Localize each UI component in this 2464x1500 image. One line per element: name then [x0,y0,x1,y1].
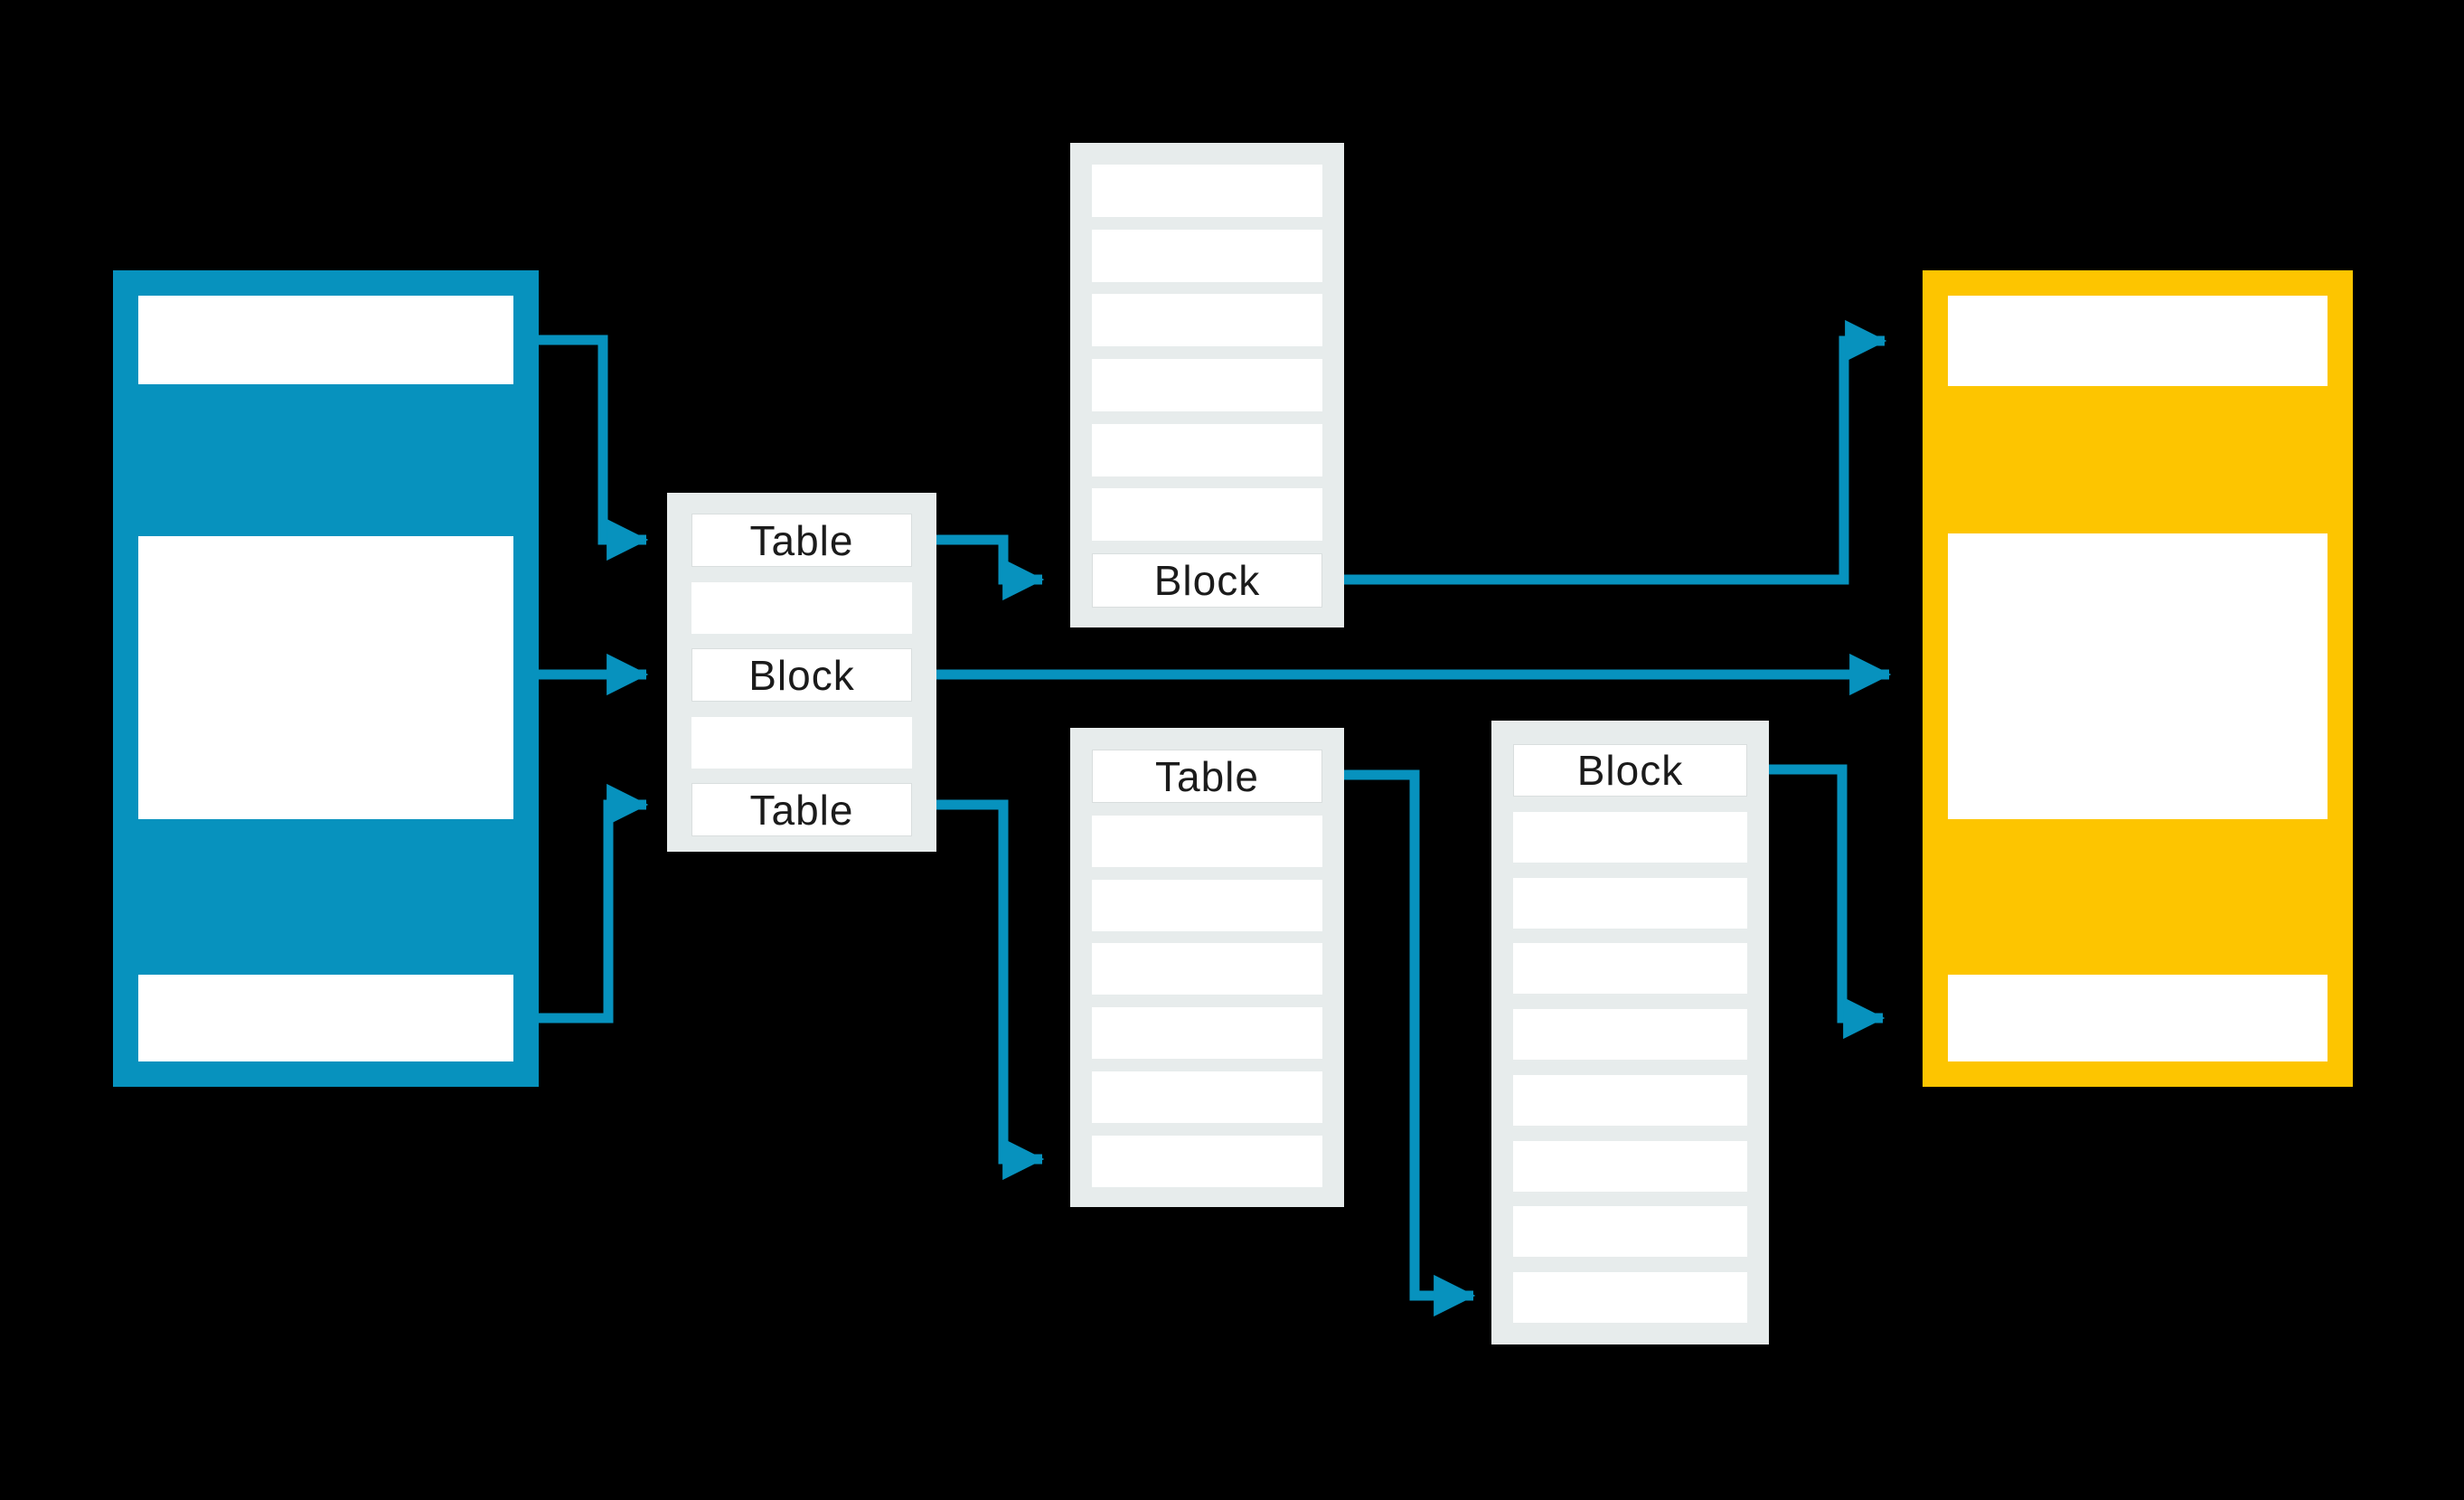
arrow-source-to-table1 [539,335,649,561]
table-label-row: Table [1092,750,1322,803]
list-blank-row [1092,879,1322,931]
source-document-row [138,975,513,1061]
list-blank-row [1092,1135,1322,1187]
arrow-top-block-to-target [1344,319,1887,585]
list-blank-row [1092,294,1322,347]
list-blank-row [1092,359,1322,412]
arrow-source-to-table2 [539,783,649,1024]
list-blank-row [1092,815,1322,867]
arrow-table1-to-top-block [936,534,1045,601]
list-blank-row [1092,943,1322,995]
list-blank-row [1513,1140,1747,1192]
block-label-row: Block [1092,553,1322,608]
target-document-row [1948,975,2328,1061]
element-table-row: Table [691,783,912,836]
source-document-row [138,536,513,819]
element-list-panel: Table Block Table [667,493,936,852]
list-blank-row [1513,1009,1747,1060]
target-document-row [1948,533,2328,819]
list-blank-row [1092,229,1322,282]
source-document-row [138,296,513,384]
table-list-bottom-panel: Table [1070,728,1344,1207]
source-document-panel [113,270,539,1087]
list-blank-row [1092,488,1322,542]
arrow-table2-to-bottom-table [936,799,1045,1181]
list-blank-row [1513,943,1747,995]
arrow-right-block-to-target [1769,764,1886,1040]
block-list-top-panel: Block [1070,143,1344,627]
element-block-row: Block [691,648,912,702]
target-document-row [1948,296,2328,386]
list-blank-row [1513,877,1747,929]
target-document-panel [1923,270,2353,1087]
list-blank-row [1092,1007,1322,1060]
list-blank-row [1513,1206,1747,1258]
element-blank-row [691,581,912,634]
list-blank-row [1092,165,1322,217]
list-blank-row [1513,1074,1747,1126]
block-label-row: Block [1513,744,1747,797]
list-blank-row [1092,423,1322,476]
list-blank-row [1513,1272,1747,1323]
element-blank-row [691,716,912,769]
element-table-row: Table [691,514,912,567]
list-blank-row [1092,1071,1322,1123]
list-blank-row [1513,811,1747,863]
arrow-bottom-table-to-right-block [1344,769,1476,1317]
block-list-right-panel: Block [1491,721,1769,1344]
